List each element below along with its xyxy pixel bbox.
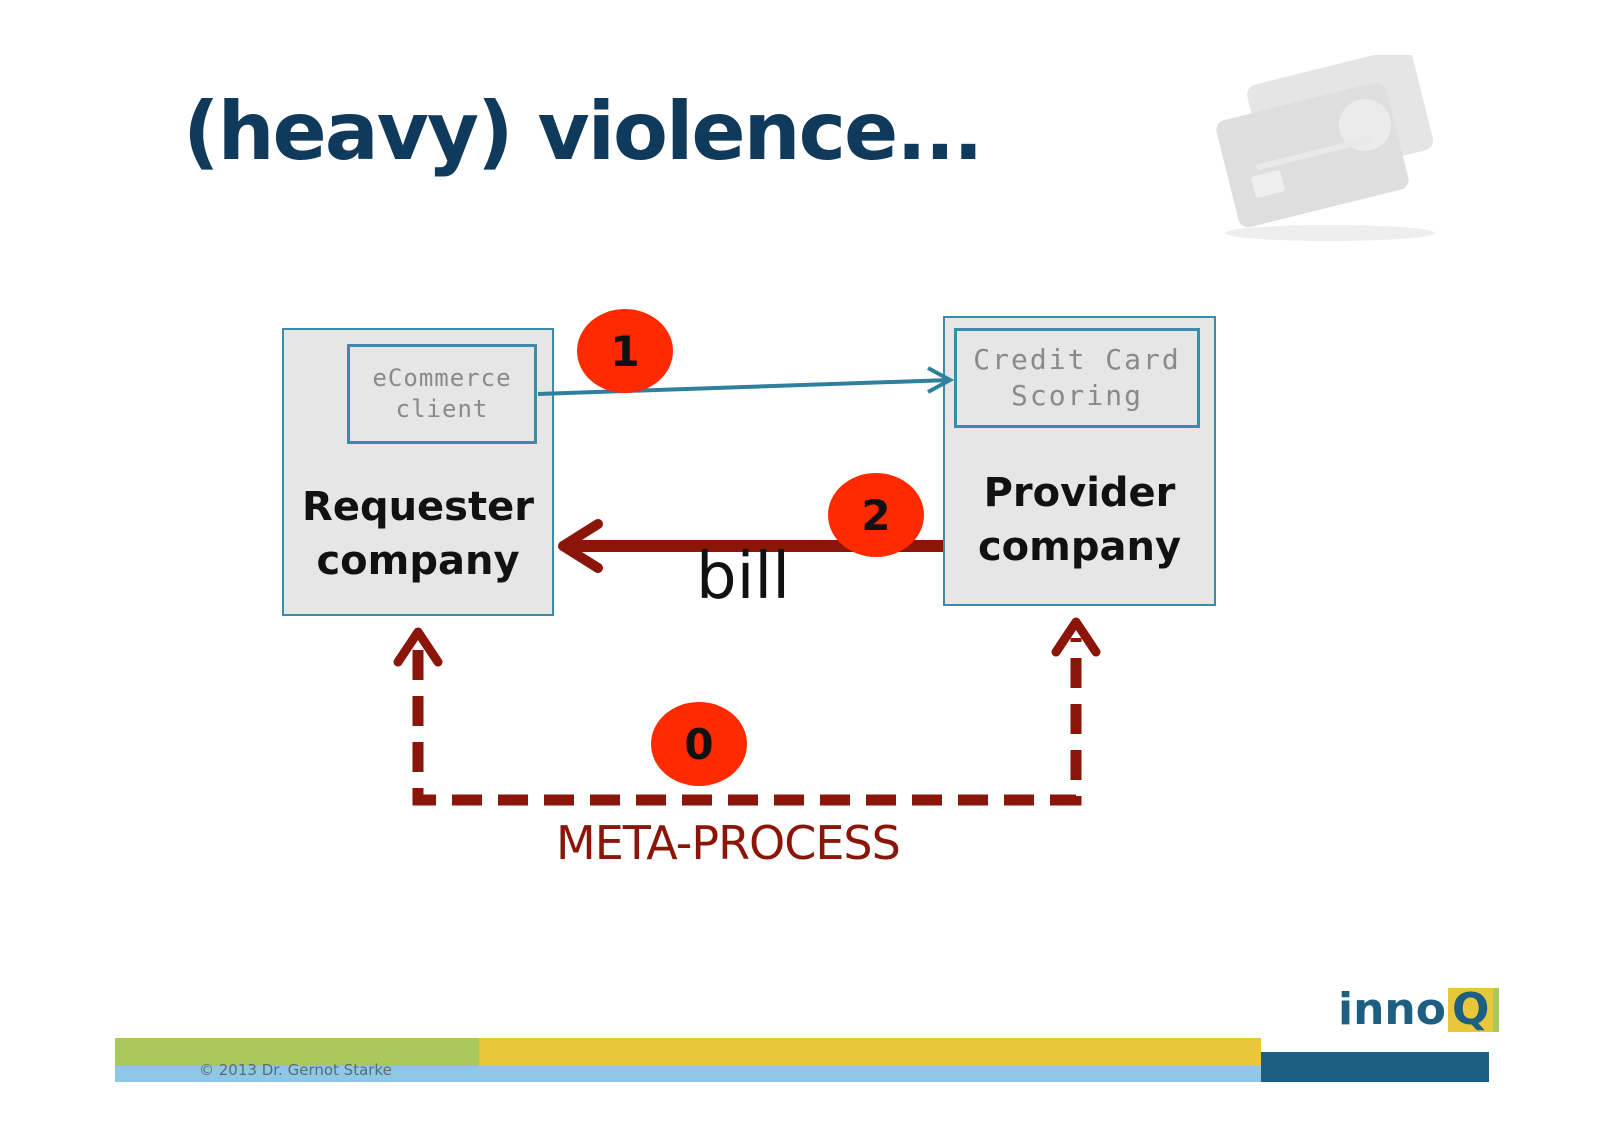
footer-stripe-green xyxy=(115,1038,479,1066)
bill-arrowhead xyxy=(558,519,603,573)
footer-stripe-yellow xyxy=(479,1038,1261,1066)
ecommerce-client-box: eCommerce client xyxy=(347,344,537,444)
requester-company-box: eCommerce client Requester company xyxy=(282,328,554,616)
step-0-badge: 0 xyxy=(651,702,747,786)
request-arrow xyxy=(537,378,951,396)
copyright-text: © 2013 Dr. Gernot Starke xyxy=(199,1061,392,1079)
step-1-badge: 1 xyxy=(577,309,673,393)
ecommerce-client-label: eCommerce client xyxy=(372,363,512,423)
step-2-badge: 2 xyxy=(828,473,924,557)
slide-title: (heavy) violence... xyxy=(183,85,983,178)
credit-card-icon xyxy=(1216,55,1435,241)
provider-company-label: Provider company xyxy=(977,470,1182,570)
logo-text: inno xyxy=(1338,984,1446,1035)
meta-arrowhead-provider xyxy=(1051,617,1101,657)
requester-company-label: Requester company xyxy=(302,484,534,584)
logo-accent: Q xyxy=(1447,988,1500,1032)
credit-card-scoring-box: Credit Card Scoring xyxy=(954,328,1200,428)
provider-company-box: Credit Card Scoring Provider company xyxy=(943,316,1216,606)
step-1-number: 1 xyxy=(610,326,640,376)
footer-stripe-navy xyxy=(1261,1052,1489,1082)
bill-label: bill xyxy=(696,540,790,614)
meta-process-label: META-PROCESS xyxy=(556,816,901,870)
credit-card-scoring-label: Credit Card Scoring xyxy=(973,342,1181,412)
step-0-number: 0 xyxy=(684,719,714,769)
meta-process-path xyxy=(412,638,1082,806)
meta-arrowhead-requester xyxy=(393,627,443,667)
step-2-number: 2 xyxy=(861,490,891,540)
footer-stripe-blue xyxy=(115,1066,1261,1082)
request-arrowhead xyxy=(927,366,955,394)
